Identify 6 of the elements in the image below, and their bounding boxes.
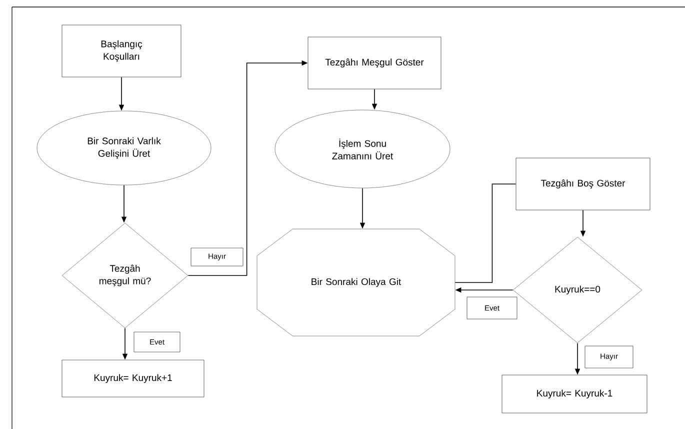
process-box: Kuyruk= Kuyruk+1 — [62, 360, 204, 398]
process-box: Kuyruk= Kuyruk-1 — [502, 374, 648, 414]
event-octagon: Bir Sonraki Olaya Git — [256, 228, 456, 336]
process-box: Başlangıç Koşulları — [62, 24, 182, 78]
process-box: Tezgâhı Boş Göster — [516, 158, 650, 210]
process-box: Tezgâhı Meşgul Göster — [308, 36, 442, 90]
